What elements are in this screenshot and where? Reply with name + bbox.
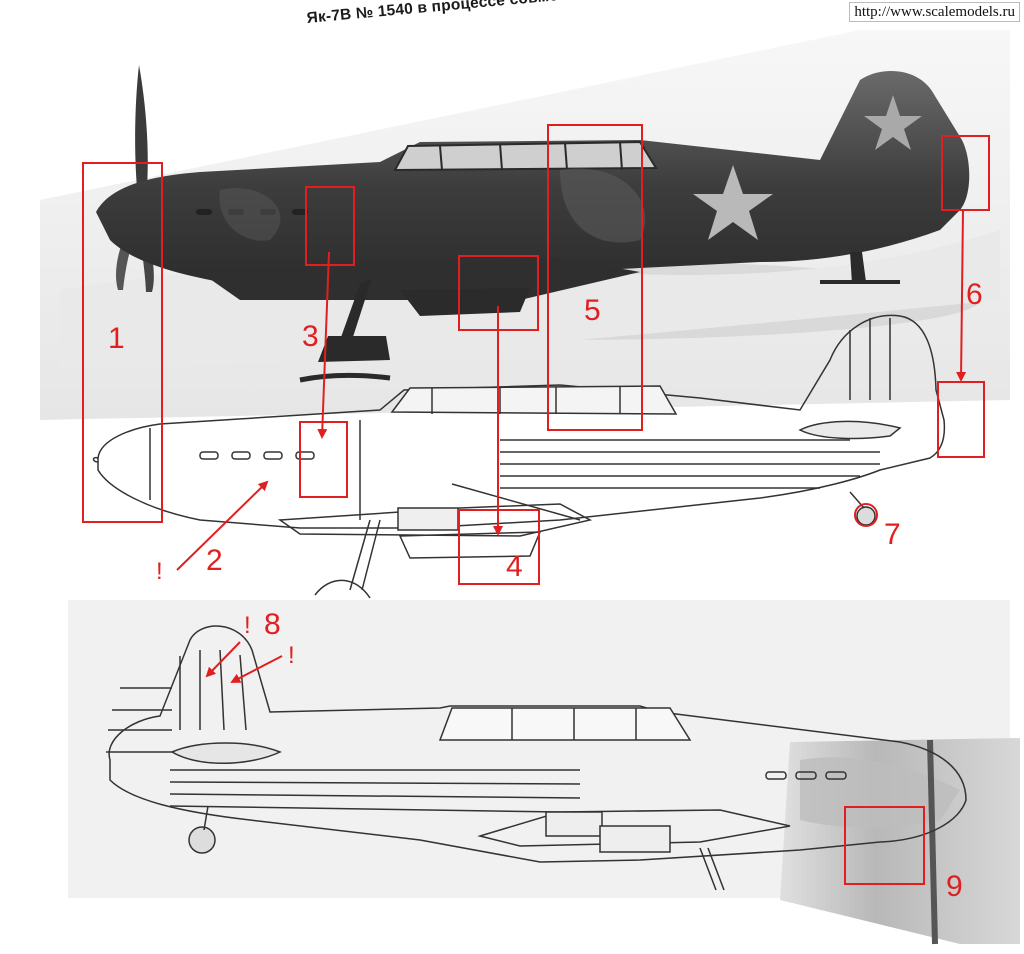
site-url[interactable]: http://www.scalemodels.ru bbox=[849, 2, 1020, 22]
bottom-panel bbox=[68, 600, 1020, 945]
tail-wheel bbox=[856, 506, 876, 526]
callout-9: 9 bbox=[946, 870, 963, 903]
bottom-drawing-canopy bbox=[438, 707, 692, 741]
callout-5: 5 bbox=[584, 294, 601, 327]
callout-3: 3 bbox=[302, 320, 319, 353]
bottom-drawing-fuselage bbox=[108, 625, 967, 863]
arrow-icon bbox=[205, 641, 241, 678]
bottom-tail-wheel bbox=[188, 826, 216, 854]
exclamation-mark-8a: ! bbox=[244, 612, 251, 639]
arrow-icon bbox=[956, 209, 967, 382]
bottom-drawing-gear bbox=[699, 847, 725, 891]
arrow-icon bbox=[230, 655, 283, 683]
annotation-arrows bbox=[176, 209, 967, 683]
box-9 bbox=[844, 806, 925, 885]
top-drawing-canopy bbox=[390, 385, 678, 415]
bottom-drawing-exhausts bbox=[765, 771, 847, 780]
box-5 bbox=[547, 124, 643, 431]
top-drawing bbox=[92, 314, 946, 599]
circle-7 bbox=[854, 503, 878, 527]
photo-landing-gear bbox=[299, 252, 900, 383]
callout-2: 2 bbox=[206, 544, 223, 577]
top-drawing-gear bbox=[314, 519, 381, 599]
soviet-star-icon bbox=[693, 165, 773, 240]
photo-caption-wrap: Як-7В № 1540 в процессе совместных завод… bbox=[306, 0, 826, 28]
arrow-icon bbox=[176, 480, 269, 571]
arrow-icon bbox=[317, 251, 330, 439]
photo-fuselage bbox=[96, 70, 970, 300]
callout-4: 4 bbox=[506, 550, 523, 583]
historic-photo: Як-7В № 1540 в процессе совместных завод… bbox=[40, 0, 1010, 420]
bottom-drawing bbox=[106, 625, 967, 891]
box-6-photo bbox=[941, 135, 990, 211]
callout-7: 7 bbox=[884, 518, 901, 551]
photo-wing bbox=[200, 258, 640, 300]
annotation-boxes bbox=[82, 124, 990, 885]
callout-6: 6 bbox=[966, 278, 983, 311]
soviet-star-icon bbox=[864, 95, 922, 150]
box-6-drawing bbox=[937, 381, 985, 458]
photo-radiator bbox=[400, 288, 530, 316]
top-drawing-exhausts bbox=[199, 451, 315, 460]
exclamation-mark-2: ! bbox=[156, 558, 163, 585]
top-drawing-wing bbox=[277, 503, 593, 537]
photo-caption: Як-7В № 1540 в процессе совместных завод… bbox=[306, 0, 825, 27]
callout-1: 1 bbox=[108, 322, 125, 355]
box-1 bbox=[82, 162, 163, 523]
photo-ground bbox=[60, 230, 1000, 370]
photo-canopy bbox=[393, 140, 658, 172]
box-3-photo bbox=[305, 186, 355, 266]
callout-8: 8 bbox=[264, 608, 281, 641]
exclamation-mark-8b: ! bbox=[288, 642, 295, 669]
